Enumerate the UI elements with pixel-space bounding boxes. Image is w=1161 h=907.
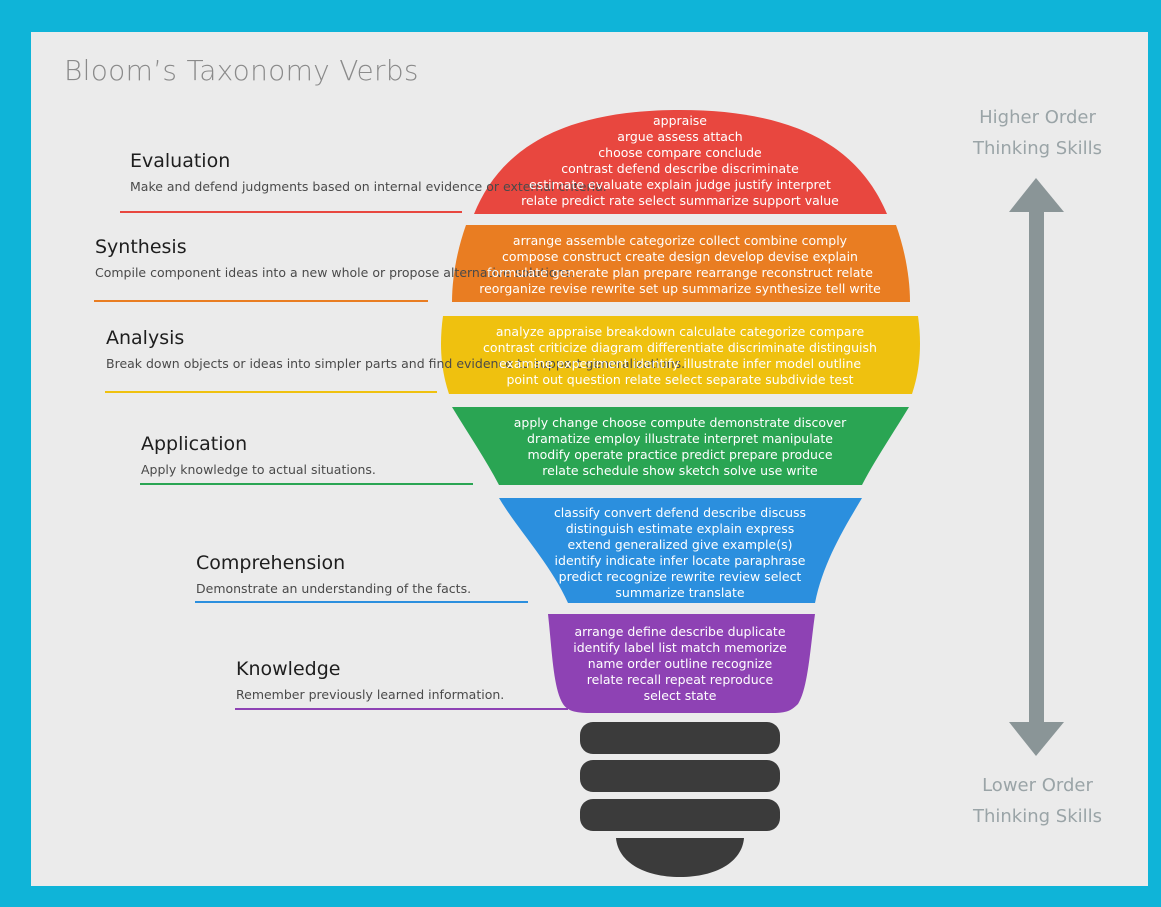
comprehension-verbs: classify convert defend describe discuss… [553, 505, 807, 600]
analysis-title: Analysis [106, 327, 185, 349]
synthesis-verbs: arrange assemble categorize collect comb… [479, 233, 881, 296]
evaluation-description: Make and defend judgments based on inter… [130, 179, 607, 194]
analysis-segment [441, 316, 920, 394]
comprehension-rule [195, 601, 528, 603]
application-title: Application [141, 433, 248, 455]
knowledge-title: Knowledge [236, 658, 341, 680]
analysis-rule [105, 391, 437, 393]
analysis-description: Break down objects or ideas into simpler… [106, 356, 686, 371]
application-verbs: apply change choose compute demonstrate … [513, 415, 847, 478]
double-arrow-icon [1009, 178, 1064, 756]
synthesis-description: Compile component ideas into a new whole… [95, 265, 575, 280]
knowledge-verbs: arrange define describe duplicate identi… [573, 624, 787, 703]
synthesis-title: Synthesis [95, 236, 187, 258]
application-rule [140, 483, 473, 485]
comprehension-segment [499, 498, 862, 603]
evaluation-title: Evaluation [130, 150, 231, 172]
page-title: Bloom’s Taxonomy Verbs [64, 54, 419, 87]
evaluation-verbs: appraise argue assess attach choose comp… [521, 113, 839, 208]
application-description: Apply knowledge to actual situations. [141, 462, 376, 477]
comprehension-description: Demonstrate an understanding of the fact… [196, 581, 472, 596]
knowledge-description: Remember previously learned information. [236, 687, 505, 702]
evaluation-rule [120, 211, 462, 213]
comprehension-title: Comprehension [196, 552, 346, 574]
knowledge-segment [548, 614, 815, 713]
synthesis-segment [452, 225, 910, 302]
analysis-verbs: analyze appraise breakdown calculate cat… [483, 324, 877, 387]
application-segment [452, 407, 909, 485]
synthesis-rule [94, 300, 428, 302]
evaluation-segment [474, 110, 887, 214]
lower-order-label: Lower Order Thinking Skills [972, 775, 1103, 827]
higher-order-label: Higher Order Thinking Skills [972, 107, 1103, 159]
bulb-base [580, 722, 780, 877]
knowledge-rule [235, 708, 568, 710]
